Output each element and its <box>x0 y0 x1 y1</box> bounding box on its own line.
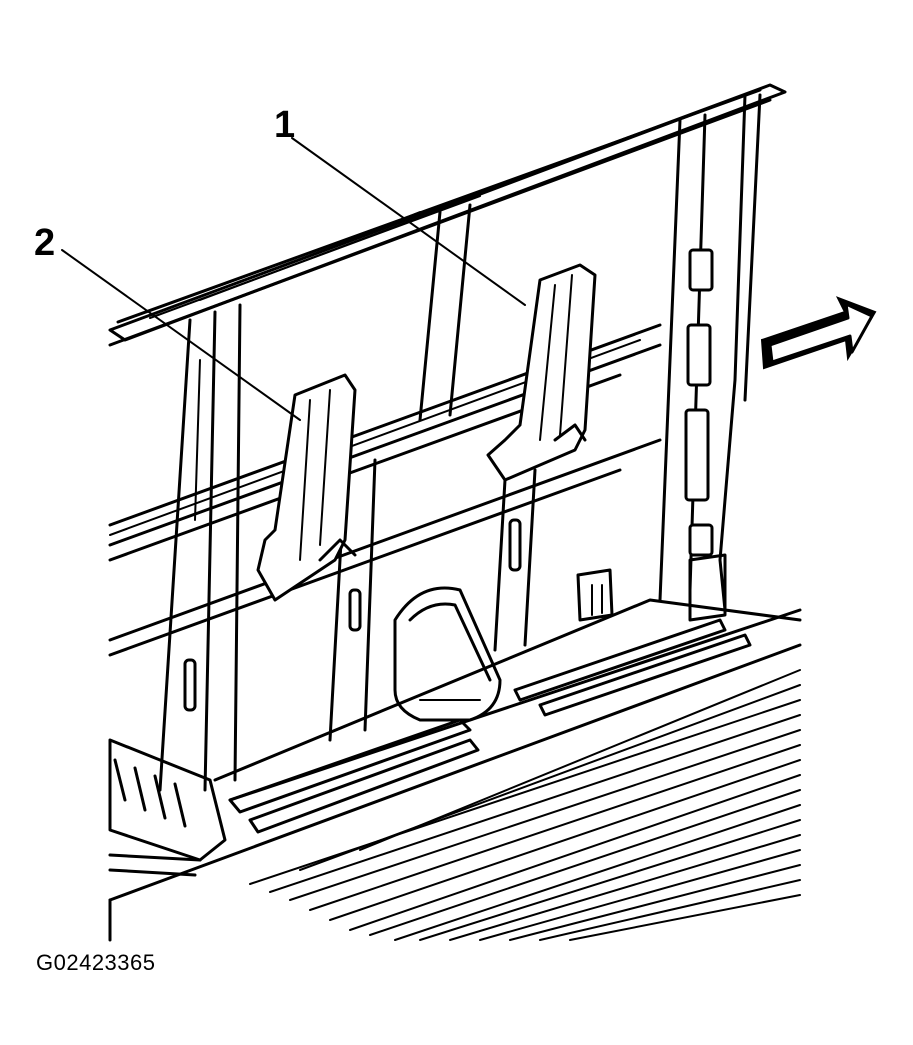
left-pillar <box>158 303 242 792</box>
trim-panel-1 <box>486 263 597 652</box>
cab-floor <box>108 598 802 942</box>
figure-id: G02423365 <box>36 950 156 975</box>
floor-hump <box>393 586 502 722</box>
roof-rail <box>108 83 787 347</box>
leader-lines <box>61 137 526 421</box>
lower-rail <box>108 438 662 657</box>
callout-number-2: 2 <box>34 222 56 264</box>
rear-pillar <box>658 93 762 622</box>
callout-number-1: 1 <box>274 104 296 146</box>
seat-hardware <box>108 738 227 877</box>
bracket <box>576 568 614 622</box>
front-direction-arrow-icon <box>760 296 877 370</box>
trim-panel-2 <box>256 373 357 602</box>
